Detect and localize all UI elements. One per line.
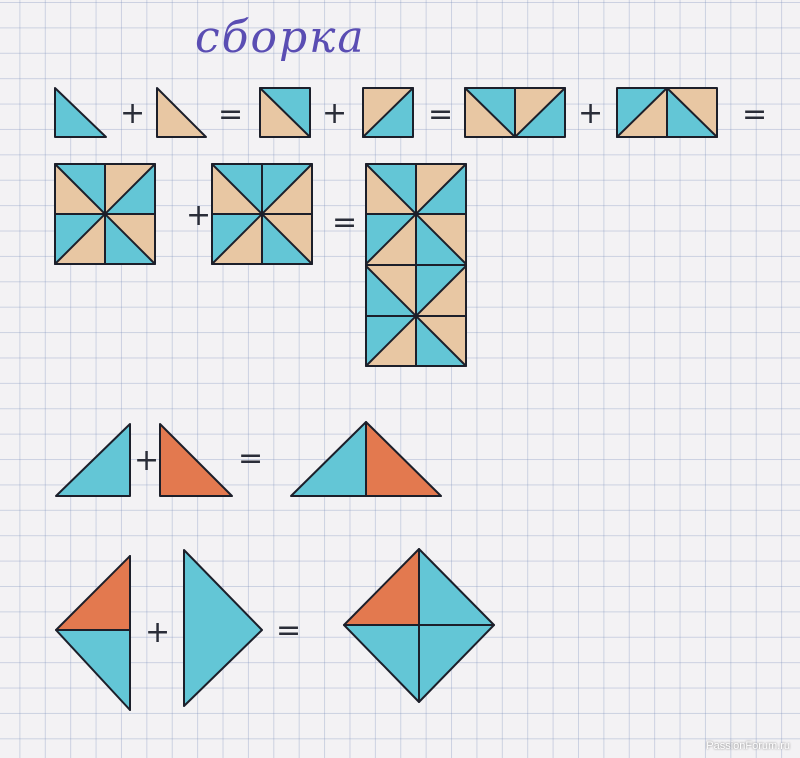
watermark: PassionForum.ru [706,740,790,752]
equals-sign: = [238,441,263,476]
plus-sign: + [322,96,347,131]
square-block-1 [259,87,311,138]
equals-sign: = [218,97,243,132]
triangle-result [290,421,442,497]
diamond-half-right [183,549,263,707]
diamond-half-left [55,555,131,711]
pinwheel-block-1 [54,163,156,265]
double-block-2 [616,87,718,138]
half-triangle-blue [54,87,107,138]
plus-sign: + [578,96,603,131]
plus-sign: + [145,615,170,650]
half-triangle-peach [156,87,207,138]
diamond-result [343,548,495,703]
triangle-half-orange [159,423,233,497]
plus-sign: + [120,96,145,131]
equals-sign: = [332,205,357,240]
plus-sign: + [186,198,211,233]
equals-sign: = [742,97,767,132]
triangle-half-blue [55,423,131,497]
square-block-2 [362,87,414,138]
double-block-1 [464,87,566,138]
equals-sign: = [276,613,301,648]
page-title: сборка [195,12,366,63]
pinwheel-block-2 [211,163,313,265]
plus-sign: + [134,443,159,478]
equals-sign: = [428,97,453,132]
pinwheel-column-result [365,163,467,367]
